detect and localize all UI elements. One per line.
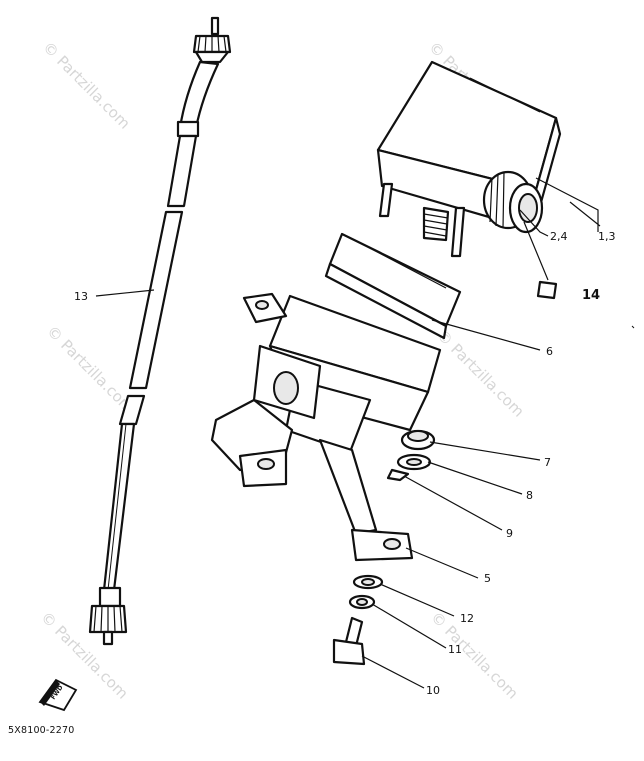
callout-11: 11	[448, 643, 462, 656]
washer-8	[396, 453, 432, 471]
callout-9: 9	[506, 527, 513, 540]
bolt-10-head	[332, 638, 366, 666]
cable-lower-ferrule	[98, 586, 122, 608]
housing-drive-thread	[422, 206, 450, 242]
screw-14-head	[536, 280, 558, 300]
washer-12	[352, 574, 384, 590]
callout-8: 8	[526, 489, 533, 502]
housing-stud-right	[450, 206, 466, 258]
cable-lower-tip	[102, 630, 114, 646]
watermark-bottom-right: © Partzilla.com	[427, 608, 522, 703]
cable-clamp	[176, 120, 200, 138]
bracket-foot	[350, 528, 414, 562]
housing-lamp-socket	[518, 193, 538, 223]
bracket-arm	[318, 438, 378, 536]
cable-body-lower	[102, 422, 136, 592]
callout-5: 5	[484, 572, 491, 585]
callout-1-3: 1,3	[598, 230, 616, 243]
speedometer-cable	[88, 16, 232, 646]
screw-14	[523, 221, 558, 300]
cable-upper-housing	[178, 60, 220, 130]
cable-top-tip	[210, 16, 220, 36]
part-code: 5X8100-2270	[8, 725, 75, 736]
watermark-top-left: © Partzilla.com	[39, 38, 134, 133]
meter-bracket	[210, 292, 442, 562]
watermark-right-mid: © Partzilla.com	[433, 326, 528, 421]
callout-10: 10	[426, 684, 440, 697]
callout-labels: 13 1,3 2,4 14 6 7 8 9 5 12 11 10	[74, 230, 616, 697]
clip-9	[386, 468, 410, 482]
callout-14: 14	[582, 288, 600, 303]
callout-leaders	[95, 177, 601, 689]
housing-stud-left	[378, 182, 394, 218]
callout-2-4: 2,4	[550, 230, 568, 243]
bolt-10	[332, 616, 366, 666]
callout-7: 7	[544, 456, 551, 469]
fwd-arrow: FWD	[38, 678, 78, 712]
callout-6: 6	[546, 345, 553, 358]
callout-13: 13	[74, 290, 88, 303]
speedometer-housing	[376, 60, 562, 258]
meter-cover	[324, 232, 462, 340]
cable-body-upper	[166, 134, 198, 208]
watermark-left-mid: © Partzilla.com	[43, 322, 138, 417]
cable-body-middle	[128, 210, 184, 390]
lock-washer-11	[348, 594, 376, 610]
grommet-7	[400, 429, 436, 451]
callout-12: 12	[460, 612, 474, 625]
